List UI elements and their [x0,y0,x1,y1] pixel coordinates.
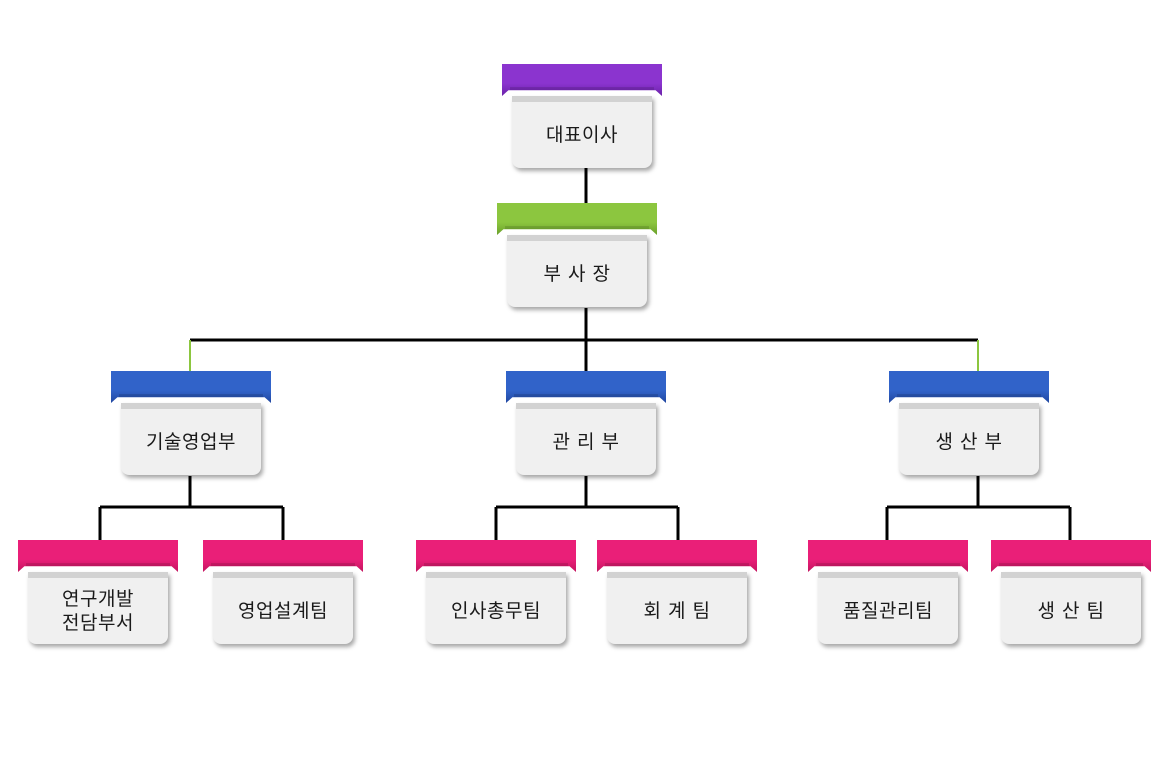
node-dept-tech-sales: 기술영업부 [111,371,271,481]
node-team-hr-card: 인사총무팀 [426,572,566,644]
node-team-sales-design: 영업설계팀 [203,540,363,650]
node-team-sales-design-header [203,540,363,572]
node-dept-admin: 관 리 부 [506,371,666,481]
node-team-sales-design-card: 영업설계팀 [213,572,353,644]
node-dept-admin-header [506,371,666,403]
node-vp-label: 부 사 장 [543,263,611,285]
node-ceo-label: 대표이사 [546,124,618,146]
node-team-production-label: 생 산 팀 [1037,600,1105,622]
node-dept-tech-sales-label: 기술영업부 [146,431,236,453]
node-dept-production-label: 생 산 부 [935,431,1003,453]
node-dept-tech-sales-header [111,371,271,403]
node-team-quality: 품질관리팀 [808,540,968,650]
node-dept-tech-sales-card: 기술영업부 [121,403,261,475]
node-team-hr: 인사총무팀 [416,540,576,650]
node-ceo-header [502,64,662,96]
node-team-accounting: 회 계 팀 [597,540,757,650]
node-team-production-card: 생 산 팀 [1001,572,1141,644]
node-team-accounting-label: 회 계 팀 [643,600,711,622]
node-vp: 부 사 장 [497,203,657,313]
node-team-rnd-header [18,540,178,572]
node-dept-admin-card: 관 리 부 [516,403,656,475]
node-team-rnd: 연구개발 전담부서 [18,540,178,650]
node-team-sales-design-label: 영업설계팀 [238,600,328,622]
node-ceo: 대표이사 [502,64,662,174]
node-vp-header [497,203,657,235]
node-team-accounting-header [597,540,757,572]
node-team-quality-card: 품질관리팀 [818,572,958,644]
node-ceo-card: 대표이사 [512,96,652,168]
node-dept-production-header [889,371,1049,403]
node-team-hr-header [416,540,576,572]
node-dept-admin-label: 관 리 부 [552,431,620,453]
node-team-quality-header [808,540,968,572]
node-team-quality-label: 품질관리팀 [843,600,933,622]
node-team-rnd-label: 연구개발 전담부서 [62,588,134,634]
node-team-production-header [991,540,1151,572]
node-vp-card: 부 사 장 [507,235,647,307]
node-dept-production: 생 산 부 [889,371,1049,481]
node-team-production: 생 산 팀 [991,540,1151,650]
node-dept-production-card: 생 산 부 [899,403,1039,475]
node-team-accounting-card: 회 계 팀 [607,572,747,644]
node-team-rnd-card: 연구개발 전담부서 [28,572,168,644]
node-team-hr-label: 인사총무팀 [451,600,541,622]
